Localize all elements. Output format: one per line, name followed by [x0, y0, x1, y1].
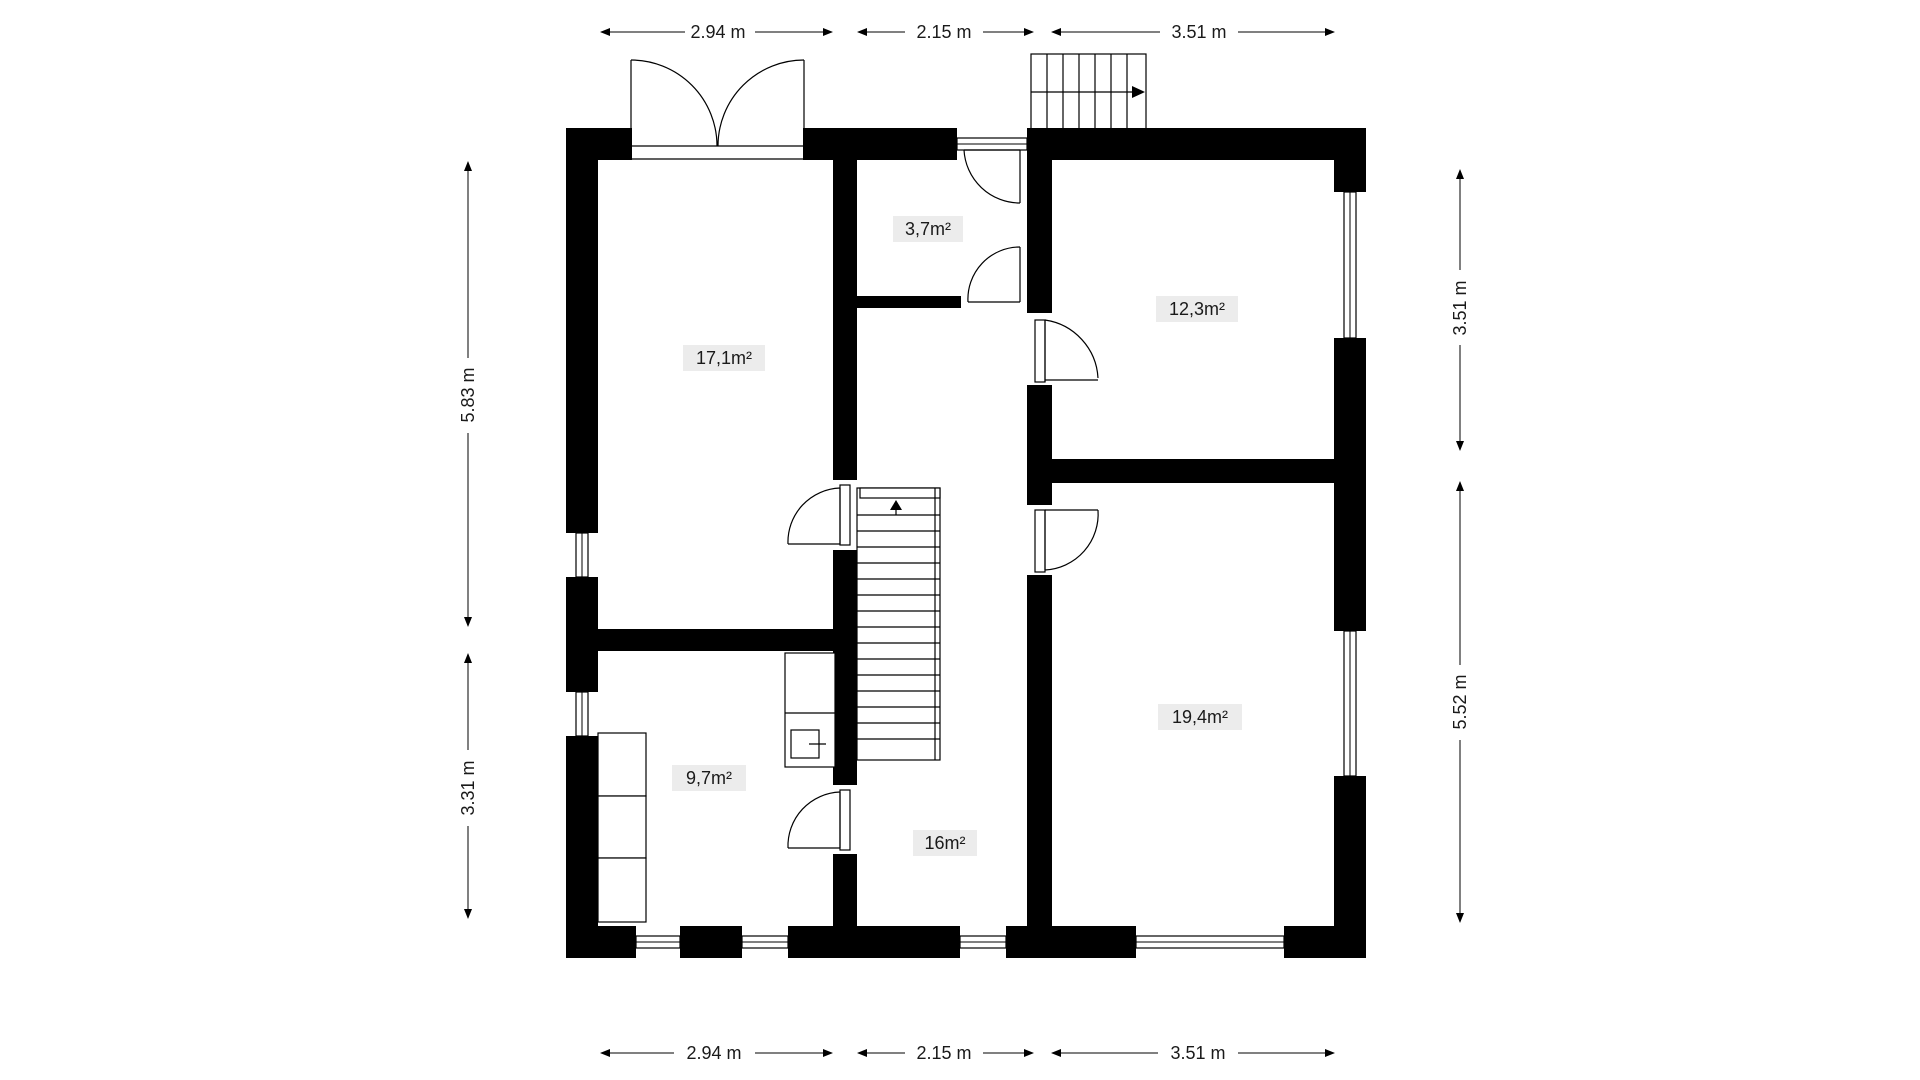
dimension-left-2-label: 3.31 m — [458, 760, 478, 815]
dimension-bottom-1: 2.94 m — [600, 1043, 833, 1063]
dimension-left-2: 3.31 m — [458, 653, 478, 919]
dimension-bottom-2-label: 2.15 m — [916, 1043, 971, 1063]
room-wc: 3,7m² — [893, 216, 963, 242]
window-left-upper — [575, 532, 589, 578]
dimension-right-1-label: 3.51 m — [1450, 280, 1470, 335]
room-living: 17,1m² — [683, 345, 765, 371]
dimension-right-2-label: 5.52 m — [1450, 674, 1470, 729]
window-bottom-1 — [635, 935, 681, 949]
kitchen-sink — [784, 652, 836, 768]
kitchen-counter — [597, 732, 647, 923]
window-left-lower — [575, 691, 589, 737]
door-bedroom-1 — [1034, 319, 1099, 383]
french-door — [630, 59, 805, 160]
dimension-bottom-3-label: 3.51 m — [1170, 1043, 1225, 1063]
room-hall-area: 16m² — [924, 833, 965, 853]
room-bedroom-2-area: 19,4m² — [1172, 707, 1228, 727]
dimension-bottom-2: 2.15 m — [857, 1043, 1034, 1063]
room-kitchen-area: 9,7m² — [686, 768, 732, 788]
dimension-top-2: 2.15 m — [857, 22, 1034, 42]
walls — [566, 128, 1366, 958]
dimension-right-2: 5.52 m — [1450, 481, 1470, 923]
door-wc-top — [963, 149, 1021, 204]
door-wc-bottom — [967, 246, 1021, 303]
door-kitchen — [787, 789, 851, 851]
room-hall: 16m² — [913, 830, 977, 856]
window-right-lower — [1343, 630, 1357, 777]
room-kitchen: 9,7m² — [672, 765, 746, 791]
dimension-bottom-3: 3.51 m — [1051, 1043, 1335, 1063]
dimension-top-1: 2.94 m — [600, 22, 833, 42]
room-living-area: 17,1m² — [696, 348, 752, 368]
dimension-bottom-1-label: 2.94 m — [686, 1043, 741, 1063]
dimension-top-3-label: 3.51 m — [1171, 22, 1226, 42]
dimension-right-1: 3.51 m — [1450, 169, 1470, 451]
window-bottom-4 — [1135, 935, 1285, 949]
window-bottom-3 — [959, 935, 1007, 949]
room-bedroom-2: 19,4m² — [1158, 704, 1242, 730]
door-bedroom-2 — [1034, 509, 1099, 573]
door-living — [787, 484, 851, 546]
exterior-stairs — [1030, 53, 1147, 131]
staircase — [856, 487, 941, 761]
window-top-wc — [956, 137, 1028, 151]
dimension-left-1-label: 5.83 m — [458, 367, 478, 422]
dimension-top-1-label: 2.94 m — [690, 22, 745, 42]
window-right-upper — [1343, 191, 1357, 339]
dimension-left-1: 5.83 m — [458, 161, 478, 627]
dimension-top-2-label: 2.15 m — [916, 22, 971, 42]
room-bedroom-1-area: 12,3m² — [1169, 299, 1225, 319]
room-wc-area: 3,7m² — [905, 219, 951, 239]
room-bedroom-1: 12,3m² — [1156, 296, 1238, 322]
dimension-top-3: 3.51 m — [1051, 22, 1335, 42]
window-bottom-2 — [741, 935, 789, 949]
